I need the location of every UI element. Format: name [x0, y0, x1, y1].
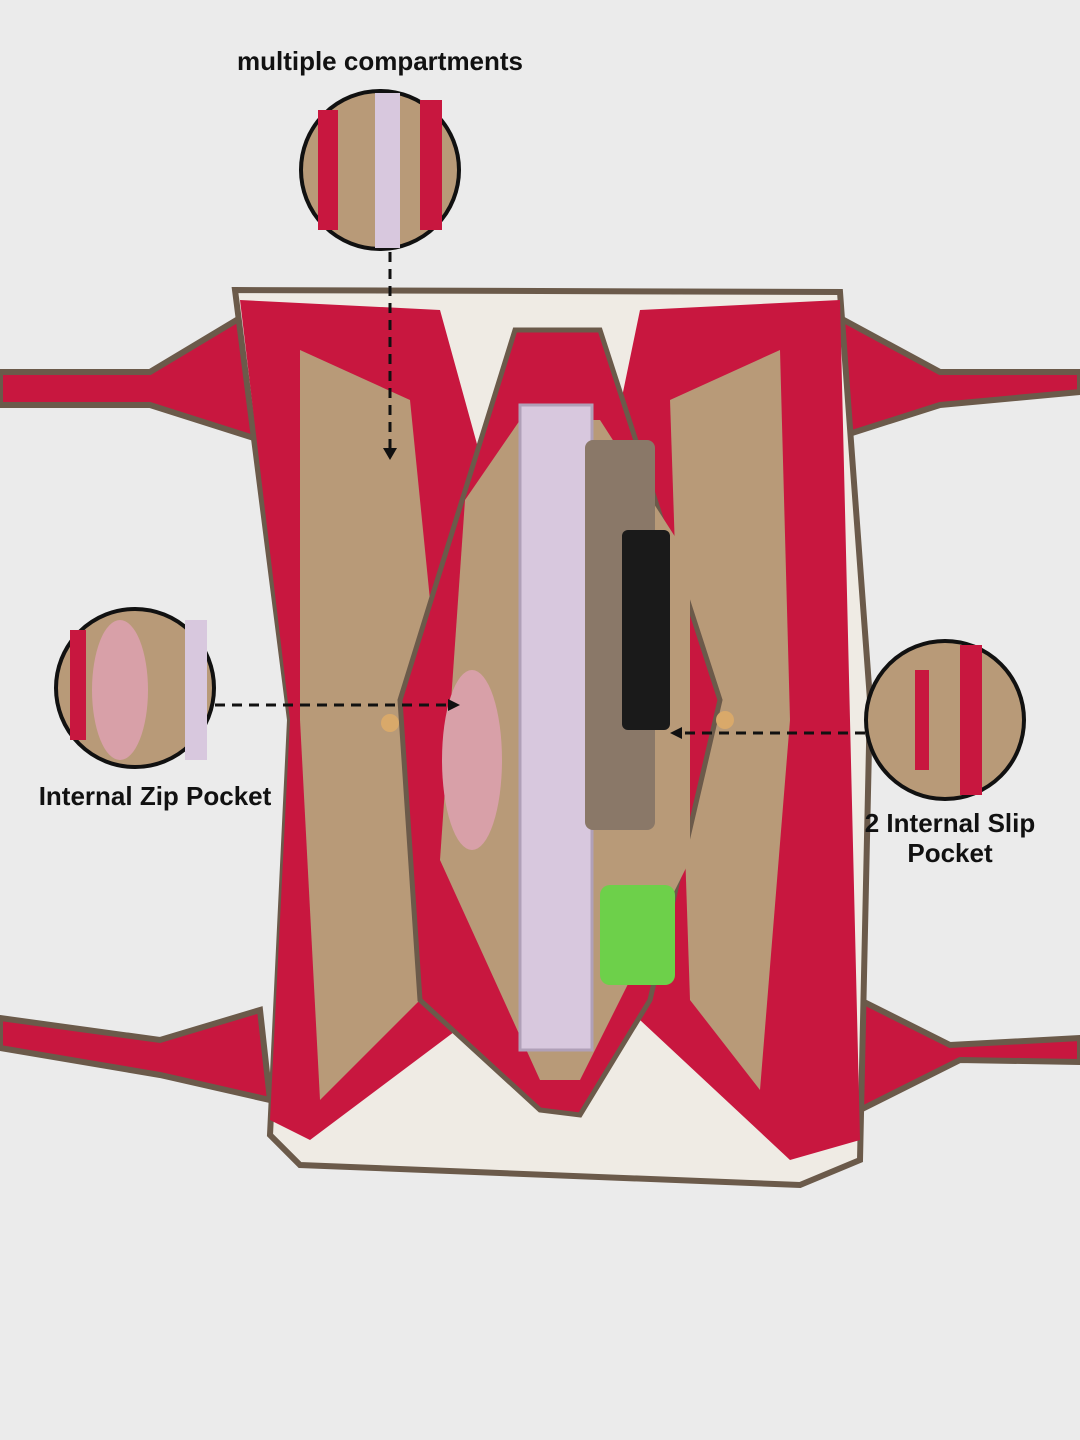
callout-circle-top — [299, 89, 461, 251]
callout-label-internal-zip-pocket: Internal Zip Pocket — [38, 781, 272, 811]
callout-label-line2: Pocket — [907, 838, 993, 868]
callout-circle-left — [54, 607, 216, 769]
callout-label-line1: 2 Internal Slip — [864, 808, 1036, 838]
callout-circle-right — [864, 639, 1026, 801]
callout-leader-lines — [215, 252, 865, 735]
callout-label-internal-slip-pocket: 2 Internal Slip Pocket — [840, 808, 1060, 868]
callout-label-multiple-compartments: multiple compartments — [236, 46, 524, 76]
leader-arrowheads — [383, 448, 682, 739]
